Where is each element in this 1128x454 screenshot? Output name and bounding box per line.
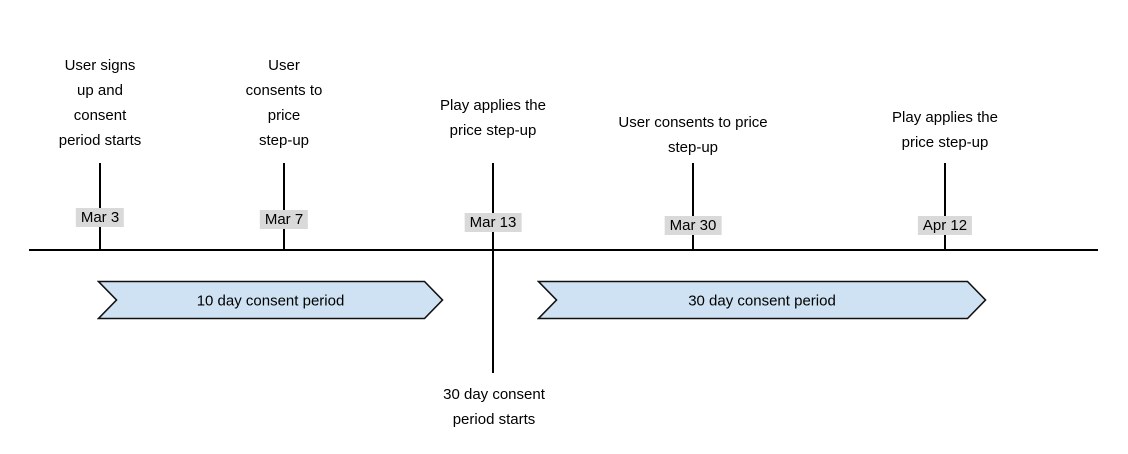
banner-label: 10 day consent period: [196, 292, 344, 309]
event-description-line: Play applies the: [892, 109, 998, 126]
event-description-line: up and: [77, 82, 123, 99]
consent-period-start-note: 30 day consent period starts: [443, 382, 545, 432]
banner-arrow-shape: [536, 280, 987, 319]
event-description-line: price step-up: [449, 122, 537, 139]
event-description-line: User consents to price: [618, 114, 768, 131]
event-tick: [99, 163, 101, 250]
event-description: User signs up and consent period starts: [59, 53, 142, 153]
event-description-line: consents to: [245, 82, 323, 99]
event-tick: [283, 163, 285, 250]
event-date-label: Mar 7: [259, 210, 309, 229]
event-date-label: Mar 13: [464, 213, 522, 232]
banner-arrow-shape: [96, 280, 444, 319]
event-tick: [692, 163, 694, 250]
event-tick: [944, 163, 946, 250]
event-date-label: Mar 30: [664, 216, 722, 235]
note-line: 30 day consent: [443, 386, 545, 403]
event-description-line: User: [268, 57, 300, 74]
event-description: User consents to price step-up: [618, 110, 767, 160]
event-date-label: Apr 12: [917, 216, 973, 235]
event-description-line: User signs: [64, 57, 136, 74]
consent-period-banner: 10 day consent period: [96, 280, 444, 319]
timeline-axis: [29, 249, 1098, 251]
event-description: Play applies the price step-up: [892, 105, 998, 155]
event-description-line: period starts: [58, 132, 142, 149]
event-description: Play applies the price step-up: [440, 93, 546, 143]
event-description-line: step-up: [667, 139, 719, 156]
note-line: period starts: [452, 411, 536, 428]
event-description-line: consent: [73, 107, 127, 124]
banner-label: 30 day consent period: [688, 292, 836, 309]
event-description-line: price: [267, 107, 301, 124]
event-date-label: Mar 3: [75, 208, 125, 227]
event-description-line: Play applies the: [440, 97, 546, 114]
event-description: User consents to price step-up: [246, 53, 323, 153]
event-description-line: step-up: [258, 132, 310, 149]
event-description-line: price step-up: [901, 134, 989, 151]
event-tick: [492, 163, 494, 373]
consent-period-banner: 30 day consent period: [536, 280, 987, 319]
